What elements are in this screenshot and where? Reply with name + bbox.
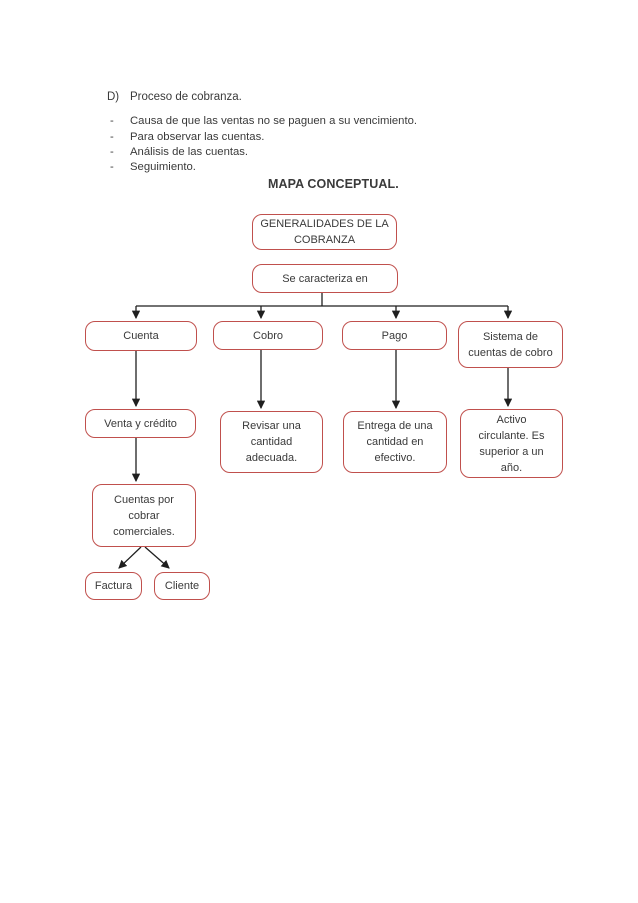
bullet-text: Causa de que las ventas no se paguen a s… <box>130 115 418 127</box>
bullet-dash: - <box>110 146 114 158</box>
node-revisar: Revisar una cantidad adecuada. <box>220 411 323 473</box>
bullet-text: Seguimiento. <box>130 161 196 173</box>
node-pago: Pago <box>342 321 447 350</box>
node-cuenta: Cuenta <box>85 321 197 351</box>
node-venta-credito: Venta y crédito <box>85 409 196 438</box>
bullet-text: Análisis de las cuentas. <box>130 146 249 158</box>
bullet-item: - Para observar las cuentas. <box>110 130 264 144</box>
node-generalidades: GENERALIDADES DE LA COBRANZA <box>252 214 397 250</box>
section-heading: D) Proceso de cobranza. <box>107 90 242 104</box>
section-label: D) <box>107 91 120 103</box>
node-activo: Activo circulante. Es superior a un año. <box>460 409 563 478</box>
bullet-item: - Seguimiento. <box>110 160 196 174</box>
connector-cuentas-factura <box>118 546 142 569</box>
bullet-dash: - <box>110 115 114 127</box>
map-title: MAPA CONCEPTUAL. <box>268 177 399 191</box>
bullet-item: - Análisis de las cuentas. <box>110 145 248 159</box>
connector-cuentas-cliente <box>144 546 170 569</box>
node-cobro: Cobro <box>213 321 323 350</box>
node-cliente: Cliente <box>154 572 210 600</box>
bullet-item: - Causa de que las ventas no se paguen a … <box>110 114 417 128</box>
node-sistema: Sistema de cuentas de cobro <box>458 321 563 368</box>
node-se-caracteriza: Se caracteriza en <box>252 264 398 293</box>
node-entrega: Entrega de una cantidad en efectivo. <box>343 411 447 473</box>
section-title: Proceso de cobranza. <box>130 91 242 103</box>
bullet-text: Para observar las cuentas. <box>130 131 265 143</box>
bullet-dash: - <box>110 161 114 173</box>
node-cuentas-cobrar: Cuentas por cobrar comerciales. <box>92 484 196 547</box>
node-factura: Factura <box>85 572 142 600</box>
bullet-dash: - <box>110 131 114 143</box>
